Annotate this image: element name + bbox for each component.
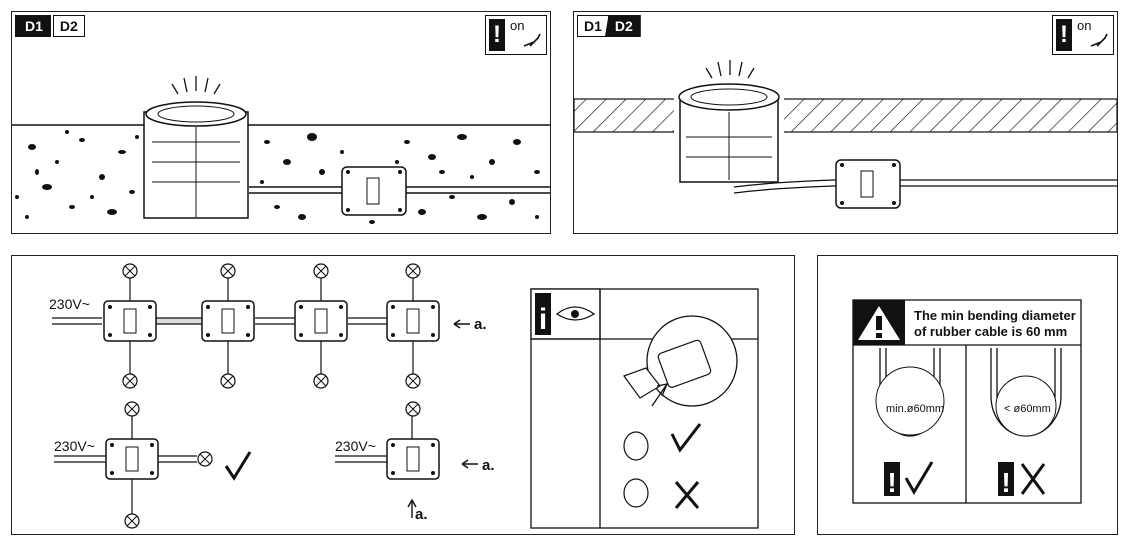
bulb-icon xyxy=(197,451,213,467)
callout-a-right: a. xyxy=(482,457,495,474)
junction-box-icon xyxy=(386,438,440,480)
bending-drawing: ! ! xyxy=(852,299,1082,504)
warning-text: The min bending diameter of rubber cable… xyxy=(914,308,1076,340)
d1-d2-tag: D1 D2 xyxy=(577,15,641,37)
voltage-label-top: 230V~ xyxy=(49,296,90,312)
junction-box-icon xyxy=(105,438,159,480)
bulb-icon xyxy=(313,373,329,389)
junction-box-icon xyxy=(835,159,901,209)
eye-icon xyxy=(555,306,596,321)
junction-box-icon xyxy=(103,300,157,342)
check-icon xyxy=(224,451,252,481)
cross-icon xyxy=(1020,463,1046,495)
junction-box-icon xyxy=(386,300,440,342)
info-icon: i xyxy=(535,293,551,336)
exclamation-icon: ! xyxy=(1056,19,1072,51)
panel-d1-installation-ground: D1 D2 ! on xyxy=(11,11,551,234)
bulb-icon xyxy=(405,263,421,279)
svg-text:i: i xyxy=(539,303,547,336)
seal-wrong-icon xyxy=(623,478,649,508)
cross-icon xyxy=(674,481,700,509)
bulb-icon xyxy=(122,263,138,279)
callout-a-top: a. xyxy=(474,316,487,333)
voltage-label-left: 230V~ xyxy=(54,438,95,454)
bulb-icon xyxy=(405,373,421,389)
exclamation-icon xyxy=(884,462,900,496)
panel-bending-diameter: ! ! The min bending diameter of rubber c… xyxy=(817,255,1118,535)
tag-d2: D2 xyxy=(604,15,641,37)
ground-installation-drawing xyxy=(12,76,550,224)
on-label: on xyxy=(510,18,525,33)
junction-box-icon xyxy=(294,300,348,342)
min-diameter-label: min.ø60mm xyxy=(886,403,945,415)
warning-line-1: The min bending diameter xyxy=(914,308,1076,323)
warning-line-2: of rubber cable is 60 mm xyxy=(914,324,1068,339)
d1-d2-tag: D1 D2 xyxy=(15,15,85,37)
tag-d2: D2 xyxy=(52,15,85,37)
power-on-warning-box: ! on xyxy=(485,15,547,55)
lamp-icon xyxy=(678,60,780,183)
bulb-icon xyxy=(313,263,329,279)
bulb-icon xyxy=(124,401,140,417)
power-on-warning-box: ! on xyxy=(1052,15,1114,55)
voltage-label-right: 230V~ xyxy=(335,438,376,454)
svg-text:!: ! xyxy=(1001,467,1010,498)
tag-d1: D1 xyxy=(15,15,51,37)
below-min-diameter-label: < ø60mm xyxy=(1004,403,1051,415)
junction-box-icon xyxy=(201,300,255,342)
panel-d2-installation-deck: D1 D2 ! on xyxy=(573,11,1118,234)
callout-a-bottom: a. xyxy=(415,506,428,523)
panel-wiring-diagram: 230V~ 230V~ 230V~ a. a. a. a. xyxy=(11,255,795,535)
junction-box-icon xyxy=(341,166,407,216)
bulb-icon xyxy=(122,373,138,389)
check-icon xyxy=(904,461,934,495)
deck-installation-drawing xyxy=(574,60,1117,209)
switch-on-icon xyxy=(523,33,541,47)
seal-correct-icon xyxy=(623,431,649,461)
bulb-icon xyxy=(220,373,236,389)
check-icon xyxy=(670,423,702,453)
bulb-icon xyxy=(220,263,236,279)
lamp-icon xyxy=(143,76,249,219)
deck-board xyxy=(574,98,1117,133)
exclamation-icon xyxy=(998,462,1014,496)
wiring-drawing: i xyxy=(52,263,759,529)
soil-texture xyxy=(12,124,550,224)
svg-text:!: ! xyxy=(887,467,896,498)
tag-d1: D1 xyxy=(577,15,609,37)
bulb-icon xyxy=(124,513,140,529)
on-label: on xyxy=(1077,18,1092,33)
warning-triangle-icon xyxy=(853,300,905,345)
exclamation-icon: ! xyxy=(489,19,505,51)
bulb-icon xyxy=(405,401,421,417)
switch-on-icon xyxy=(1090,33,1108,47)
